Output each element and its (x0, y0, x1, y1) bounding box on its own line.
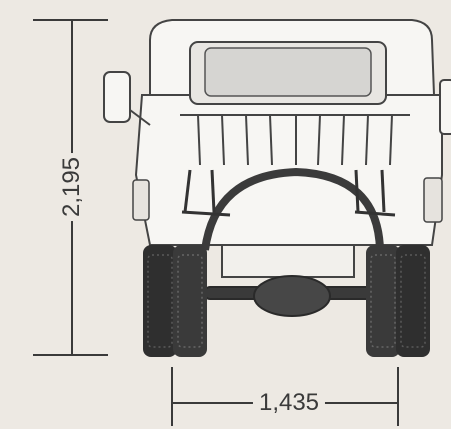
height-dimension-label: 2,195 (58, 152, 85, 222)
tread-pattern (400, 254, 426, 348)
right-spring (354, 169, 360, 213)
right-spring (380, 169, 386, 213)
tread-pattern (177, 254, 203, 348)
right-mirror (439, 79, 451, 135)
slat (197, 114, 201, 166)
slat (221, 114, 225, 166)
left-inner-tire (173, 245, 207, 357)
right-tail-light (423, 177, 443, 223)
left-dual-tires (143, 245, 207, 357)
left-spring-base (181, 210, 231, 217)
width-dimension-label: 1,435 (252, 391, 326, 415)
slat (365, 114, 369, 166)
left-tail-light (132, 179, 150, 221)
tread-pattern (370, 254, 396, 348)
slat (317, 114, 321, 166)
rear-arch-frame (201, 167, 384, 251)
right-outer-tire (396, 245, 430, 357)
tailgate-slats (180, 114, 410, 166)
slat (245, 114, 249, 166)
tread-pattern (147, 254, 173, 348)
slat (269, 114, 273, 166)
slat (389, 114, 393, 166)
left-mirror-arm (129, 109, 151, 126)
right-dual-tires (366, 245, 430, 357)
differential (253, 275, 331, 317)
left-spring (183, 169, 192, 213)
left-outer-tire (143, 245, 177, 357)
rear-window (189, 41, 387, 105)
window-glass (204, 47, 372, 97)
right-inner-tire (366, 245, 400, 357)
undercarriage (181, 167, 396, 278)
axle (204, 275, 378, 317)
left-mirror (103, 71, 131, 123)
tail-lights (132, 177, 443, 223)
side-mirrors (103, 71, 451, 135)
left-spring (210, 169, 216, 213)
rear-bumper (221, 244, 355, 278)
slat (341, 114, 345, 166)
right-spring-base (354, 210, 396, 217)
